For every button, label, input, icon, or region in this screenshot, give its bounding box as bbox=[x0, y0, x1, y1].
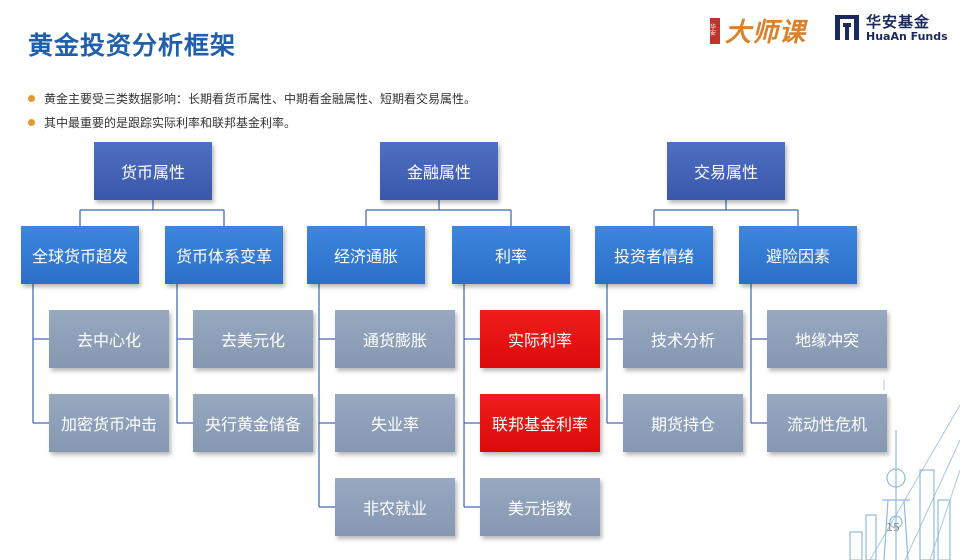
factor-node: 地缘冲突 bbox=[767, 310, 887, 368]
bullet-item: 黄金主要受三类数据影响：长期看货币属性、中期看金融属性、短期看交易属性。 bbox=[28, 86, 476, 110]
dashike-logo-text: 大师课 bbox=[725, 18, 807, 48]
factor-node: 去中心化 bbox=[49, 310, 169, 368]
dashike-logo: 华安 大师课 bbox=[710, 12, 806, 49]
bullet-dot-icon bbox=[28, 94, 35, 102]
category-node: 金融属性 bbox=[380, 142, 498, 200]
subcategory-node: 投资者情绪 bbox=[595, 226, 713, 284]
bullet-list: 黄金主要受三类数据影响：长期看货币属性、中期看金融属性、短期看交易属性。 其中最… bbox=[28, 86, 476, 134]
category-node: 货币属性 bbox=[94, 142, 212, 200]
factor-node: 期货持仓 bbox=[623, 394, 743, 452]
page-number: 15 bbox=[886, 521, 900, 534]
page-title: 黄金投资分析框架 bbox=[28, 31, 237, 60]
huaan-logo-cn: 华安基金 bbox=[866, 13, 931, 32]
huaan-logo-en: HuaAn Funds bbox=[866, 30, 948, 44]
factor-node: 流动性危机 bbox=[767, 394, 887, 452]
factor-node: 非农就业 bbox=[335, 478, 455, 536]
bullet-text: 黄金主要受三类数据影响：长期看货币属性、中期看金融属性、短期看交易属性。 bbox=[44, 91, 477, 106]
factor-node: 通货膨胀 bbox=[335, 310, 455, 368]
huaan-logo: 华安基金 HuaAn Funds bbox=[833, 12, 948, 46]
subcategory-node: 经济通胀 bbox=[307, 226, 425, 284]
bullet-text: 其中最重要的是跟踪实际利率和联邦基金利率。 bbox=[44, 115, 297, 130]
factor-node: 失业率 bbox=[335, 394, 455, 452]
seal-icon: 华安 bbox=[710, 17, 720, 44]
huaan-logo-icon bbox=[833, 12, 861, 46]
subcategory-node: 货币体系变革 bbox=[165, 226, 283, 284]
key-factor-node: 联邦基金利率 bbox=[480, 394, 600, 452]
category-node: 交易属性 bbox=[667, 142, 785, 200]
bullet-item: 其中最重要的是跟踪实际利率和联邦基金利率。 bbox=[28, 110, 476, 134]
subcategory-node: 全球货币超发 bbox=[21, 226, 139, 284]
factor-node: 美元指数 bbox=[480, 478, 600, 536]
subcategory-node: 避险因素 bbox=[739, 226, 857, 284]
factor-node: 技术分析 bbox=[623, 310, 743, 368]
factor-node: 去美元化 bbox=[193, 310, 313, 368]
subcategory-node: 利率 bbox=[452, 226, 570, 284]
key-factor-node: 实际利率 bbox=[480, 310, 600, 368]
bullet-dot-icon bbox=[28, 118, 35, 126]
factor-node: 加密货币冲击 bbox=[49, 394, 169, 452]
factor-node: 央行黄金储备 bbox=[193, 394, 313, 452]
